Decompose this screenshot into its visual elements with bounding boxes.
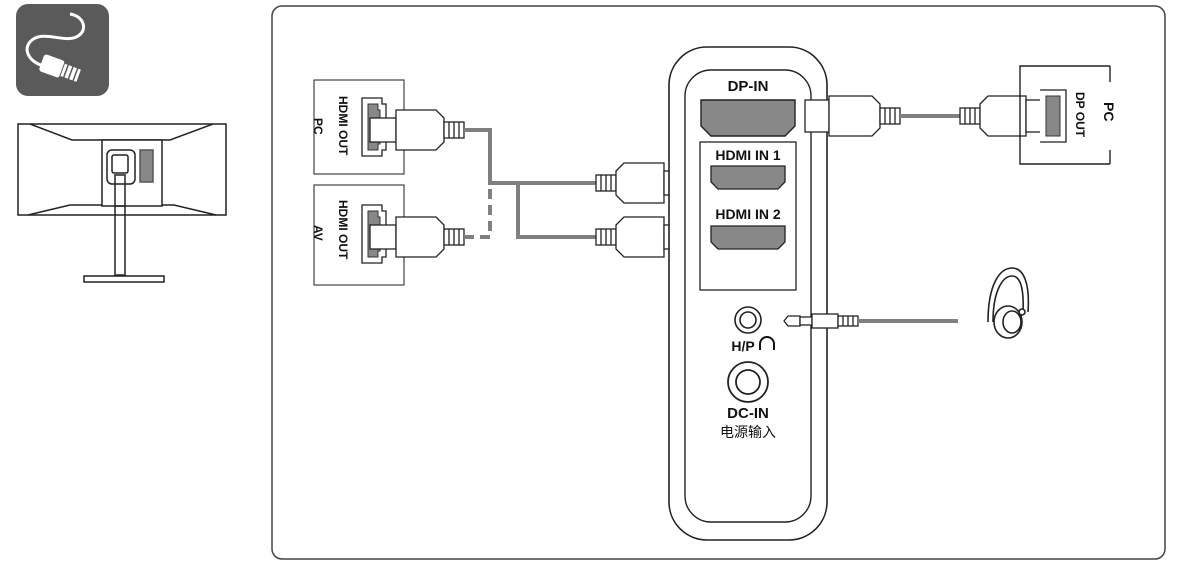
hdmi-in-1-port xyxy=(710,165,786,190)
cable-icon xyxy=(16,4,109,96)
headphone-label: H/P xyxy=(731,338,754,354)
av-name-label: AV xyxy=(311,225,325,241)
av-port-label: HDMI OUT xyxy=(336,200,350,260)
dc-in-jack xyxy=(727,361,769,403)
hdmi-cables xyxy=(464,128,596,239)
hdmi-in-2-port xyxy=(710,225,786,250)
dp-in-port xyxy=(700,99,796,137)
dp-in-label: DP-IN xyxy=(728,78,769,95)
dc-in-label: DC-IN xyxy=(727,405,769,422)
pc-left-name-label: PC xyxy=(311,118,325,135)
hdmi-in-2-label: HDMI IN 2 xyxy=(715,206,781,222)
hdmi-plug-av xyxy=(369,216,465,258)
hdmi-plug-pc xyxy=(369,109,465,151)
dp-plug-monitor xyxy=(804,95,901,137)
hdmi-in-1-label: HDMI IN 1 xyxy=(715,147,781,163)
headphone-jack xyxy=(734,306,762,334)
dc-in-cn-label: 电源输入 xyxy=(720,425,776,441)
monitor-port-panel: DP-IN HDMI IN 1 HDMI IN 2 H/P DC-IN 电源输入 xyxy=(668,46,828,541)
pc-right-port-label: DP OUT xyxy=(1073,92,1087,138)
pc-left-port-label: HDMI OUT xyxy=(336,96,350,156)
headphone-symbol-icon xyxy=(759,336,775,350)
monitor-rear-icon xyxy=(17,123,227,283)
pc-right-name-label: PC xyxy=(1101,102,1117,121)
headphones-icon xyxy=(987,267,1030,339)
audio-plug xyxy=(783,313,859,329)
source-pc-dp: DP OUT PC xyxy=(1019,65,1117,165)
